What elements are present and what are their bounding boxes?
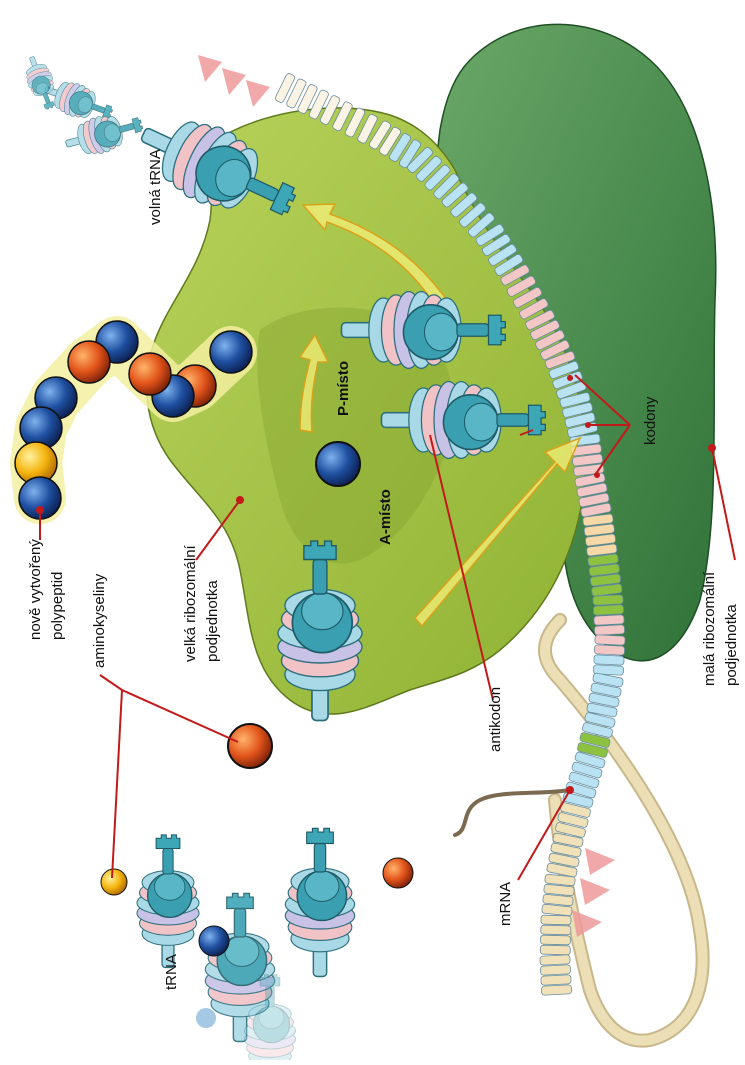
mrna-codon-segment <box>541 985 571 996</box>
anticodon-label: antikodon <box>487 687 504 752</box>
mrna-codon-segment <box>540 945 570 955</box>
mrna-codon-segment <box>593 605 623 616</box>
mrna-codon-segment <box>593 595 623 606</box>
amino-acid-icon <box>129 353 171 395</box>
p-site-label: P-místo <box>335 361 352 416</box>
mrna-codon-segment <box>541 975 571 986</box>
mrna-codon-segment <box>540 965 570 976</box>
amino-acid-icon <box>383 858 413 888</box>
mrna-codon-segment <box>541 925 571 935</box>
small-subunit-label: malá ribozomální podjednotka <box>701 568 740 686</box>
trna-icon <box>285 828 354 976</box>
mrna-codon-segment <box>595 635 625 646</box>
mrna-codon-segment <box>540 955 570 966</box>
amino-acid-icon <box>196 1008 216 1028</box>
mrna-codon-segment <box>594 625 624 636</box>
mrna-codon-segment <box>540 935 570 945</box>
amino-acid-icon <box>210 331 252 373</box>
mrna-codon-segment <box>594 615 624 626</box>
amino-acid-icon <box>316 442 360 486</box>
large-subunit-label: velká ribozomální podjednotka <box>182 541 221 662</box>
free-trna-label: volná tRNA <box>147 149 164 225</box>
mrna-codon-segment <box>594 655 624 666</box>
codons-label: kodony <box>642 396 659 445</box>
amino-acid-icon <box>68 341 110 383</box>
amino-acid-icon <box>101 869 127 895</box>
mrna-codon-segment <box>594 645 624 656</box>
trna-icon <box>137 835 199 968</box>
polypeptide-label: nově vytvořený polypeptid <box>27 535 66 640</box>
amino-acid-icon <box>228 724 272 768</box>
trna-label: tRNA <box>163 954 180 990</box>
mrna-label: mRNA <box>497 882 514 926</box>
amino-acid-icon <box>199 926 229 956</box>
mrna-codon-segment <box>541 915 571 925</box>
a-site-label: A-místo <box>377 489 394 545</box>
amino-acids-label: aminokyseliny <box>91 573 108 668</box>
